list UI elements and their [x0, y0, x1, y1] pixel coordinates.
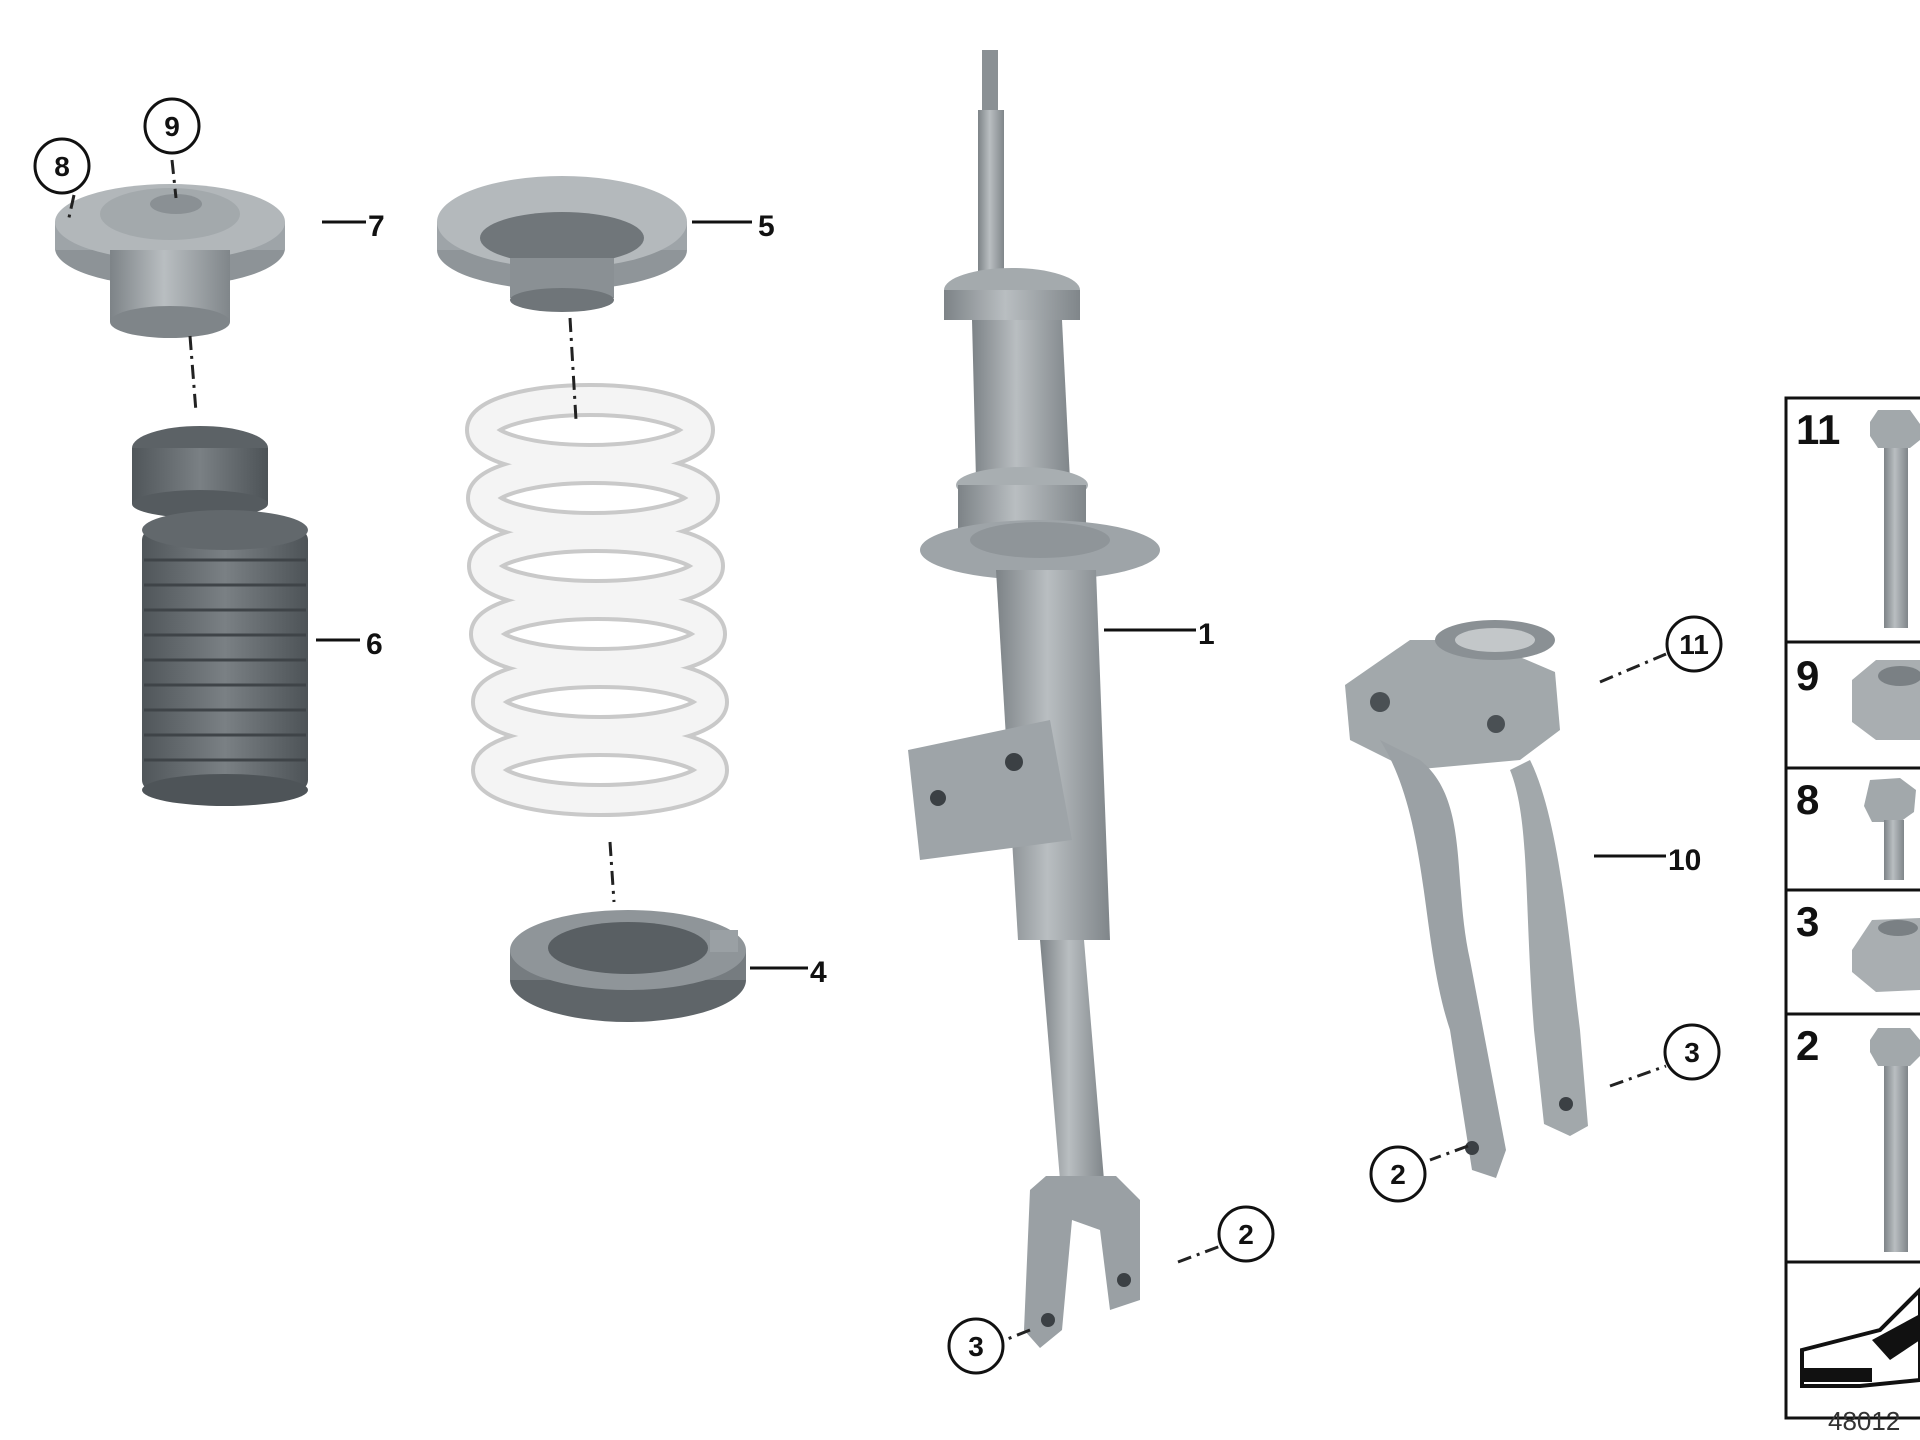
callout-1: 1 — [1198, 618, 1215, 651]
bolt-icon — [1870, 1028, 1920, 1252]
callout-4: 4 — [810, 956, 827, 989]
fork-part-10 — [1345, 620, 1588, 1178]
circled-2-fork: 2 — [1390, 1159, 1406, 1190]
coil-spring — [465, 383, 729, 817]
callout-5: 5 — [758, 210, 775, 243]
assembly-lines — [66, 159, 1667, 1344]
spring-seat-lower-part-4 — [510, 910, 746, 1022]
top-mount-part-7 — [55, 184, 285, 338]
leader-lines — [316, 220, 1666, 970]
callout-6: 6 — [366, 628, 383, 661]
callout-7: 7 — [368, 210, 385, 243]
circled-8: 8 — [54, 151, 70, 182]
strut-part-1 — [908, 50, 1160, 1348]
bolt-icon — [1870, 410, 1920, 628]
nut-icon — [1852, 660, 1920, 740]
circled-callouts: 8 9 11 2 3 2 3 — [33, 97, 1723, 1375]
table-row-label-3: 3 — [1796, 898, 1819, 945]
callout-10: 10 — [1668, 844, 1701, 877]
plain-callouts: 7 5 6 4 1 10 — [366, 210, 1701, 989]
spring-seat-upper-part-5 — [437, 176, 687, 312]
table-row-label-11: 11 — [1796, 406, 1840, 453]
circled-3-strut: 3 — [968, 1331, 984, 1362]
fastener-table: 11 9 8 3 2 — [1784, 396, 1920, 1420]
table-row-label-2: 2 — [1796, 1022, 1819, 1069]
reference-number: 48012 — [1828, 1406, 1900, 1436]
circled-11: 11 — [1679, 629, 1709, 660]
circled-3-fork: 3 — [1684, 1037, 1700, 1068]
circled-2-strut: 2 — [1238, 1219, 1254, 1250]
circled-9: 9 — [164, 111, 180, 142]
table-row-label-8: 8 — [1796, 776, 1819, 823]
direction-arrow-icon — [1800, 1287, 1920, 1388]
dust-boot-part-6 — [132, 426, 308, 806]
table-row-label-9: 9 — [1796, 652, 1819, 699]
bolt-icon — [1864, 778, 1916, 880]
flange-nut-icon — [1852, 918, 1920, 992]
